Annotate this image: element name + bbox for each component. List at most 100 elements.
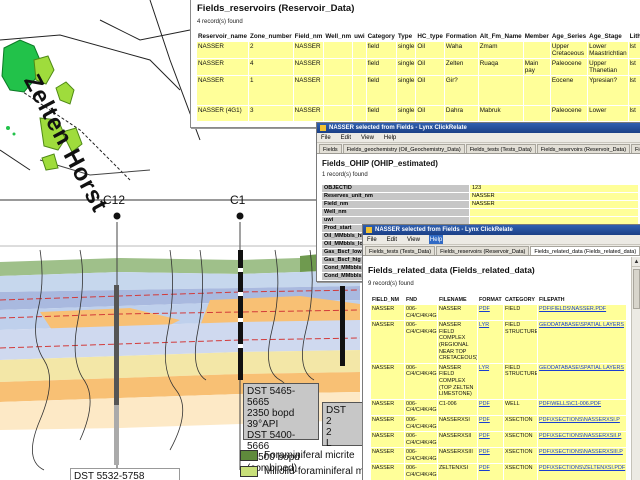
vertical-scrollbar[interactable]: ▲ — [631, 257, 640, 480]
table-cell — [323, 41, 354, 59]
table-cell — [522, 105, 551, 122]
menu-view[interactable]: View — [361, 135, 374, 141]
table-cell: 3 — [248, 105, 294, 122]
menu-file[interactable]: File — [367, 237, 377, 243]
file-link[interactable]: PDF\XSECTIONS\ZELTENXSI.PDF — [537, 463, 627, 480]
window-titlebar[interactable]: NASSER selected from Fields - Lynx Click… — [317, 123, 640, 133]
file-link[interactable]: LYR — [477, 320, 504, 364]
well-label-c1: C1 — [230, 193, 246, 207]
dst-line: DST 5465-5665 — [247, 386, 296, 408]
tab-tests[interactable]: Fields_tests (Tests_Data) — [365, 246, 436, 255]
scroll-up-icon[interactable]: ▲ — [632, 259, 640, 267]
file-link[interactable]: LYR — [477, 362, 504, 400]
column-header[interactable]: Formation — [443, 31, 479, 42]
menu-edit[interactable]: Edit — [386, 237, 398, 243]
reservoirs-report-window[interactable]: Fields_reservoirs (Reservoir_Data) 4 rec… — [190, 0, 640, 128]
column-header[interactable]: Type — [395, 31, 417, 42]
tab-bar: Fields_tests (Tests_Data) Fields_reservo… — [363, 245, 640, 256]
file-link[interactable]: PDF\FIELDS\NASSER.PDF — [537, 303, 627, 322]
column-header[interactable]: Lith — [627, 31, 640, 42]
reservoirs-table: Reservoir_name Zone_number Field_nm Well… — [195, 31, 640, 122]
table-cell: NASSER — [195, 75, 250, 106]
tab-reservoirs[interactable]: Fields_reservoirs (Reservoir_Data) — [536, 144, 631, 153]
menu-edit[interactable]: Edit — [340, 135, 352, 141]
column-header[interactable]: Category — [365, 31, 397, 42]
column-header[interactable]: FIELD_NM — [370, 295, 405, 305]
table-cell — [522, 41, 551, 59]
table-cell: 2 — [248, 41, 294, 59]
column-header[interactable]: FILENAME — [437, 295, 478, 305]
table-cell: NASSER — [195, 41, 250, 59]
tab-geochemistry[interactable]: Fields_geochemistry (Oil_Geochemistry_Da… — [342, 144, 465, 153]
window-titlebar[interactable]: NASSER selected from Fields - Lynx Click… — [363, 225, 640, 235]
column-header[interactable]: Field_nm — [292, 31, 325, 42]
file-link[interactable]: PDF\XSECTIONS\NASSERXSI.P — [537, 414, 627, 433]
column-header[interactable]: CATEGORY — [503, 295, 538, 305]
table-cell: field — [365, 58, 397, 76]
column-header[interactable]: FILEPATH — [537, 295, 627, 305]
file-link[interactable]: PDF — [477, 463, 504, 480]
tab-related-data[interactable]: Fields_related_data (Fields_related_data… — [530, 246, 640, 255]
column-header[interactable]: Age_Stage — [587, 31, 629, 42]
column-header[interactable]: Member — [522, 31, 551, 42]
table-cell: Oil — [415, 105, 445, 122]
table-cell: 006-C/4/C/4K/4G — [404, 463, 438, 480]
menu-file[interactable]: File — [321, 135, 331, 141]
menu-help[interactable]: Help — [428, 235, 444, 244]
table-cell: Main pay — [522, 58, 551, 76]
table-cell: NASSER — [292, 105, 325, 122]
file-link[interactable]: PDF\XSECTIONS\NASSERXSII.P — [537, 431, 627, 449]
legend-label: Foraminiferal micrite — [264, 450, 355, 461]
table-cell: XSECTION — [503, 431, 538, 449]
menu-help[interactable]: Help — [383, 135, 397, 141]
file-link[interactable]: PDF — [477, 431, 504, 449]
table-cell — [477, 75, 524, 106]
file-link[interactable]: GEODATABASE\SPATIAL LAYERS — [537, 320, 627, 364]
file-link[interactable]: PDF — [477, 447, 504, 465]
column-header[interactable]: Well_nm — [323, 31, 354, 42]
menu-view[interactable]: View — [407, 237, 420, 243]
tab-tests[interactable]: Fields_tests (Tests_Data) — [465, 144, 536, 153]
report-content[interactable]: Fields_related_data (Fields_related_data… — [363, 257, 631, 480]
legend-label: Miliolid-foraminiferal mic — [264, 466, 372, 477]
table-header-row: Reservoir_name Zone_number Field_nm Well… — [195, 31, 640, 42]
column-header[interactable]: FORMAT — [477, 295, 504, 305]
file-link[interactable]: GEODATABASE\SPATIAL LAYERS — [537, 362, 627, 400]
related-data-clickrelate-window[interactable]: NASSER selected from Fields - Lynx Click… — [362, 224, 640, 480]
table-cell: Oil — [415, 41, 445, 59]
column-header[interactable]: HC_type — [415, 31, 445, 42]
file-link[interactable]: PDF — [477, 398, 504, 416]
file-link[interactable]: PDF\WELLS\C1-006.PDF — [537, 398, 627, 416]
scrollbar-thumb[interactable] — [633, 269, 640, 309]
table-cell: field — [365, 105, 397, 122]
column-header[interactable]: Alt_Fm_Name — [477, 31, 524, 42]
column-header[interactable]: Reservoir_name — [195, 31, 250, 42]
table-cell: single — [395, 75, 417, 106]
column-header[interactable]: FND — [404, 295, 438, 305]
window-title: NASSER selected from Fields - Lynx Click… — [375, 227, 513, 233]
file-link[interactable]: PDF\XSECTIONS\NASSERXSIII.P — [537, 447, 627, 465]
tab-reservoirs[interactable]: Fields_reservoirs (Reservoir_Data) — [436, 246, 530, 255]
tab-related-data[interactable]: Fields_related_data (Fields_related_data… — [631, 144, 640, 153]
menu-bar: File Edit View Help — [317, 133, 640, 143]
tab-fields[interactable]: Fields — [319, 144, 342, 153]
table-cell: lst — [627, 75, 640, 106]
column-header[interactable]: uwi — [352, 31, 367, 42]
column-header[interactable]: Zone_number — [248, 31, 294, 42]
file-link[interactable]: PDF — [477, 303, 504, 322]
column-header[interactable]: Age_Series — [549, 31, 589, 42]
file-link[interactable]: PDF — [477, 414, 504, 433]
